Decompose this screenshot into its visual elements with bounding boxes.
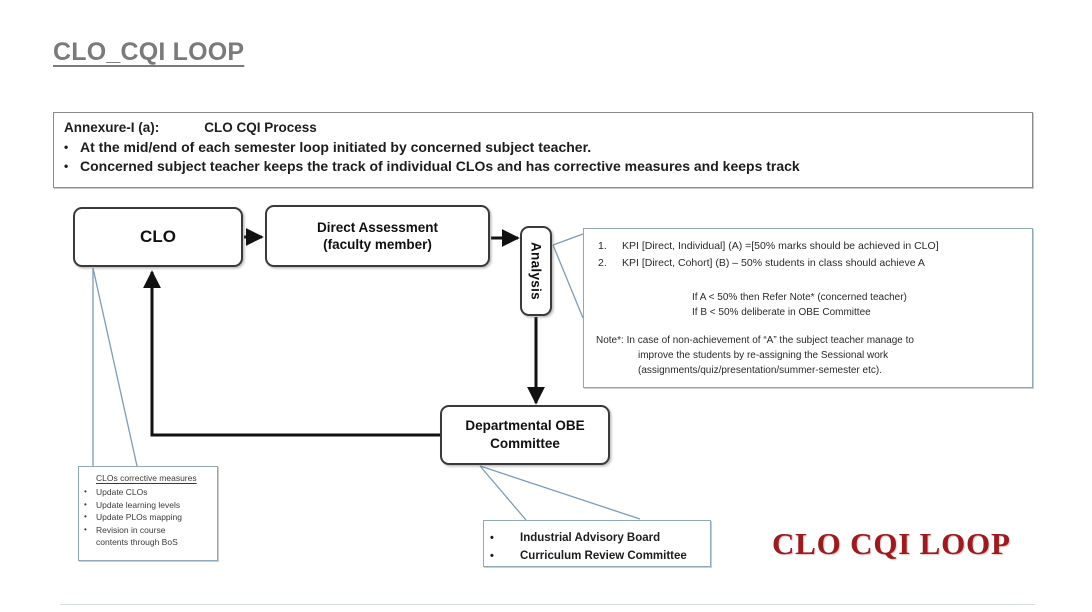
flow-node-clo-label: CLO xyxy=(140,227,176,246)
page-title: CLO_CQI LOOP xyxy=(53,38,245,66)
annexure-heading: Annexure-I (a): CLO CQI Process xyxy=(64,120,317,135)
annexure-bullet-2-text: Concerned subject teacher keeps the trac… xyxy=(80,158,800,174)
flow-node-departmental-obe-committee[interactable]: Departmental OBE Committee xyxy=(440,405,610,465)
annexure-bullet-1: • At the mid/end of each semester loop i… xyxy=(64,138,1022,157)
leader-line-clo-measures-diag xyxy=(92,267,138,467)
kpi-note-line-1: Note*: In case of non-achievement of “A”… xyxy=(596,335,914,346)
bottom-divider xyxy=(60,604,1035,605)
kpi-item-2: 2. KPI [Direct, Cohort] (B) – 50% studen… xyxy=(592,255,1024,272)
kpi-item-1-number: 1. xyxy=(598,240,607,252)
annexure-banner: Annexure-I (a): CLO CQI Process • At the… xyxy=(53,112,1033,188)
advisory-item: • Industrial Advisory Board xyxy=(490,529,704,547)
bullet-glyph-icon: • xyxy=(84,524,87,534)
corrective-measures-item-text: Revision in course xyxy=(96,524,166,535)
flow-node-obe-label: Departmental OBE Committee xyxy=(465,417,584,453)
advisory-item-text: Industrial Advisory Board xyxy=(520,532,661,544)
kpi-item-2-text: KPI [Direct, Cohort] (B) – 50% students … xyxy=(622,257,925,269)
kpi-note-line-2: improve the students by re-assigning the… xyxy=(638,350,889,361)
flow-node-clo[interactable]: CLO xyxy=(73,207,243,267)
flow-node-analysis[interactable]: Analysis xyxy=(520,226,552,316)
corrective-measures-item-text: Update PLOs mapping xyxy=(96,512,182,522)
obe-line-1: Departmental OBE xyxy=(465,418,585,433)
direct-assessment-line-1: Direct Assessment xyxy=(316,220,439,235)
kpi-item-1-text: KPI [Direct, Individual] (A) =[50% marks… xyxy=(622,240,939,252)
corrective-measures-item: • Update CLOs xyxy=(84,486,212,499)
bullet-glyph-icon: • xyxy=(64,140,69,154)
flow-node-direct-assessment-label: Direct Assessment (faculty member) xyxy=(317,219,438,253)
bullet-glyph-icon: • xyxy=(84,512,87,521)
flow-node-analysis-label: Analysis xyxy=(528,242,544,300)
leader-line-analysis-kpi-top xyxy=(552,233,584,246)
bullet-glyph-icon: • xyxy=(490,532,494,544)
flow-node-direct-assessment[interactable]: Direct Assessment (faculty member) xyxy=(265,205,490,267)
obe-line-2: Committee xyxy=(490,436,560,451)
bullet-glyph-icon: • xyxy=(84,487,87,496)
corrective-measures-item: • Update PLOs mapping xyxy=(84,511,212,524)
leader-line-obe-advisory-right xyxy=(479,465,641,520)
direct-assessment-line-2: (faculty member) xyxy=(323,237,432,252)
annexure-bullet-2: • Concerned subject teacher keeps the tr… xyxy=(64,157,1022,176)
corrective-measures-item: • Revision in course xyxy=(84,524,212,537)
corrective-measures-item: • Update learning levels xyxy=(84,499,212,512)
bullet-glyph-icon: • xyxy=(64,159,69,173)
annexure-bullet-1-text: At the mid/end of each semester loop ini… xyxy=(80,139,592,155)
leader-line-analysis-kpi-bottom xyxy=(552,244,584,319)
red-logo-text: CLO CQI LOOP xyxy=(772,526,1011,561)
kpi-item-2-number: 2. xyxy=(598,257,607,269)
advisory-callout: • Industrial Advisory Board • Curriculum… xyxy=(483,520,711,567)
corrective-measures-callout: CLOs corrective measures • Update CLOs •… xyxy=(78,466,218,561)
kpi-item-1: 1. KPI [Direct, Individual] (A) =[50% ma… xyxy=(592,238,1024,255)
kpi-condition-2: If B < 50% deliberate in OBE Committee xyxy=(692,307,871,318)
kpi-note: Note*: In case of non-achievement of “A”… xyxy=(592,333,1024,378)
corrective-measures-item-text: Update CLOs xyxy=(96,487,148,497)
corrective-measures-continuation: contents through BoS xyxy=(96,537,178,547)
kpi-note-line-3: (assignments/quiz/presentation/summer-se… xyxy=(638,365,882,376)
kpi-callout: 1. KPI [Direct, Individual] (A) =[50% ma… xyxy=(583,228,1033,388)
leader-line-obe-advisory-left xyxy=(479,465,527,521)
kpi-condition-1: If A < 50% then Refer Note* (concerned t… xyxy=(692,292,907,303)
arrow-feedback-obe-to-clo xyxy=(143,270,440,437)
corrective-measures-item-text: Update learning levels xyxy=(96,499,181,510)
bullet-glyph-icon: • xyxy=(490,550,494,562)
advisory-item-text: Curriculum Review Committee xyxy=(520,550,687,562)
bullet-glyph-icon: • xyxy=(84,499,87,509)
corrective-measures-title: CLOs corrective measures xyxy=(96,473,197,483)
advisory-item: • Curriculum Review Committee xyxy=(490,547,704,565)
